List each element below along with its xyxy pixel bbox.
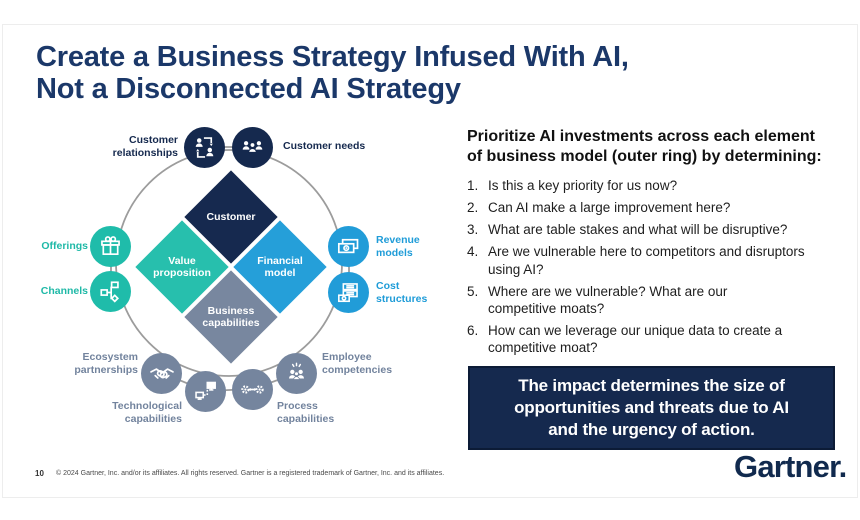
node-employee-competencies [276,353,317,394]
label-cost-structures: Cost structures [376,280,428,305]
list-item: 6. How can we leverage our unique data t… [467,322,853,356]
page-number: 10 [35,469,44,478]
cash-icon [337,238,359,254]
impact-callout: The impact determines the size of opport… [468,366,835,451]
list-item: 5. Where are we vulnerable? What are our… [467,283,853,317]
list-item-number: 5. [467,283,479,299]
list-item: 3. What are table stakes and what will b… [467,221,853,238]
diamond-business-capabilities-label: Business capabilities [202,304,260,329]
node-cost-structures [328,272,369,313]
label-customer-needs: Customer needs [283,140,366,152]
gift-icon [101,236,120,255]
label-revenue-models: Revenue models [376,234,420,259]
label-channels: Channels [40,285,88,297]
list-item-text: Where are we vulnerable? What are our co… [488,283,728,316]
list-item: 1. Is this a key priority for us now? [467,177,853,194]
panel-heading: Prioritize AI investments across each el… [467,128,822,166]
list-item-number: 4. [467,244,479,260]
people-exchange-icon [195,137,214,158]
node-channels [90,271,131,312]
node-process-capabilities [232,369,273,410]
list-item-number: 3. [467,222,479,238]
label-ecosystem-partnerships: Ecosystem partnerships [74,351,138,376]
list-item-text: What are table stakes and what will be d… [488,222,788,238]
node-customer-relationships [184,127,225,168]
list-item-number: 6. [467,322,479,338]
node-revenue-models [328,226,369,267]
list-item-text: Is this a key priority for us now? [488,178,678,193]
list-item-number: 1. [467,178,479,193]
label-technological-capabilities: Technological capabilities [112,400,182,425]
flowchart-icon [100,281,120,303]
list-item-number: 2. [467,200,479,216]
gears-arrow-icon [241,385,264,394]
list-item-text: Are we vulnerable here to competitors an… [488,244,805,277]
server-money-icon [338,283,358,303]
slide-title: Create a Business Strategy Infused With … [36,41,629,105]
network-icon [195,381,216,400]
node-customer-needs [232,127,273,168]
label-employee-competencies: Employee competencies [322,351,393,376]
people-group-icon [242,141,263,153]
node-technological-capabilities [185,371,226,412]
question-list: 1. Is this a key priority for us now? 2.… [467,177,853,361]
list-item: 4. Are we vulnerable here to competitors… [467,243,853,277]
people-spark-icon [288,362,305,380]
copyright-text: © 2024 Gartner, Inc. and/or its affiliat… [56,470,445,477]
list-item-text: Can AI make a large improvement here? [488,200,731,216]
list-item: 2. Can AI make a large improvement here? [467,199,853,216]
label-offerings: Offerings [41,240,88,252]
handshake-icon [149,367,174,379]
node-offerings [90,226,131,267]
gartner-logo: Gartner. [734,449,847,484]
label-process-capabilities: Process capabilities [277,400,335,425]
slide-border [2,24,858,498]
diamond-business-capabilities: Business capabilities [184,270,278,364]
label-customer-relationships: Customer relationships [112,134,178,159]
list-item-text: How can we leverage our unique data to c… [488,322,783,356]
node-ecosystem-partnerships [141,353,182,394]
